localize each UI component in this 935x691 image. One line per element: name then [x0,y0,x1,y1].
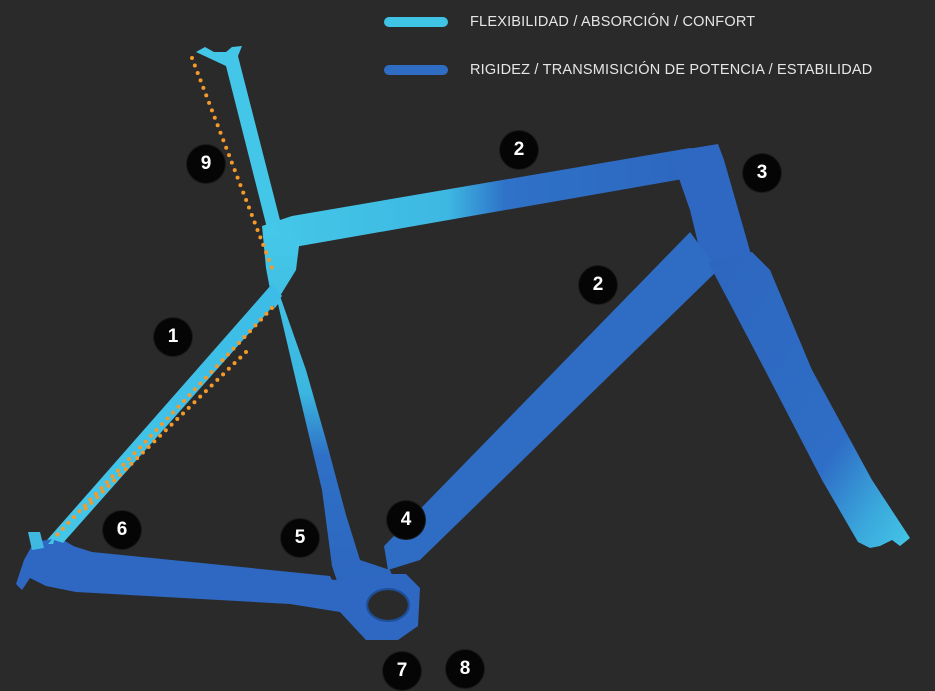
marker-5: 5 [281,519,319,557]
seat-tube [262,226,400,596]
rear-dropout [28,532,44,550]
legend-label-rigid: RIGIDEZ / TRANSMISICIÓN DE POTENCIA / ES… [470,62,873,78]
marker-4: 4 [387,501,425,539]
dotted-line-seat-stay-lower [82,350,248,512]
bottom-bracket-shell [368,590,408,620]
marker-9: 9 [187,145,225,183]
marker-3: 3 [743,154,781,192]
legend-swatch-flex [384,17,448,27]
marker-2-top-tube: 2 [500,131,538,169]
seat-mast [196,46,282,232]
dotted-line-seat-mast [190,56,274,270]
marker-7: 7 [383,652,421,690]
head-tube [676,144,752,276]
marker-8: 8 [446,650,484,688]
fork [708,252,910,548]
marker-2-down-tube: 2 [579,266,617,304]
legend-swatch-rigid [384,65,448,75]
marker-1: 1 [154,318,192,356]
legend-item-flex: FLEXIBILIDAD / ABSORCIÓN / CONFORT [384,14,755,30]
top-tube [262,148,704,252]
legend-item-rigid: RIGIDEZ / TRANSMISICIÓN DE POTENCIA / ES… [384,62,872,78]
legend-label-flex: FLEXIBILIDAD / ABSORCIÓN / CONFORT [470,14,756,30]
down-tube [384,232,718,570]
marker-6: 6 [103,511,141,549]
